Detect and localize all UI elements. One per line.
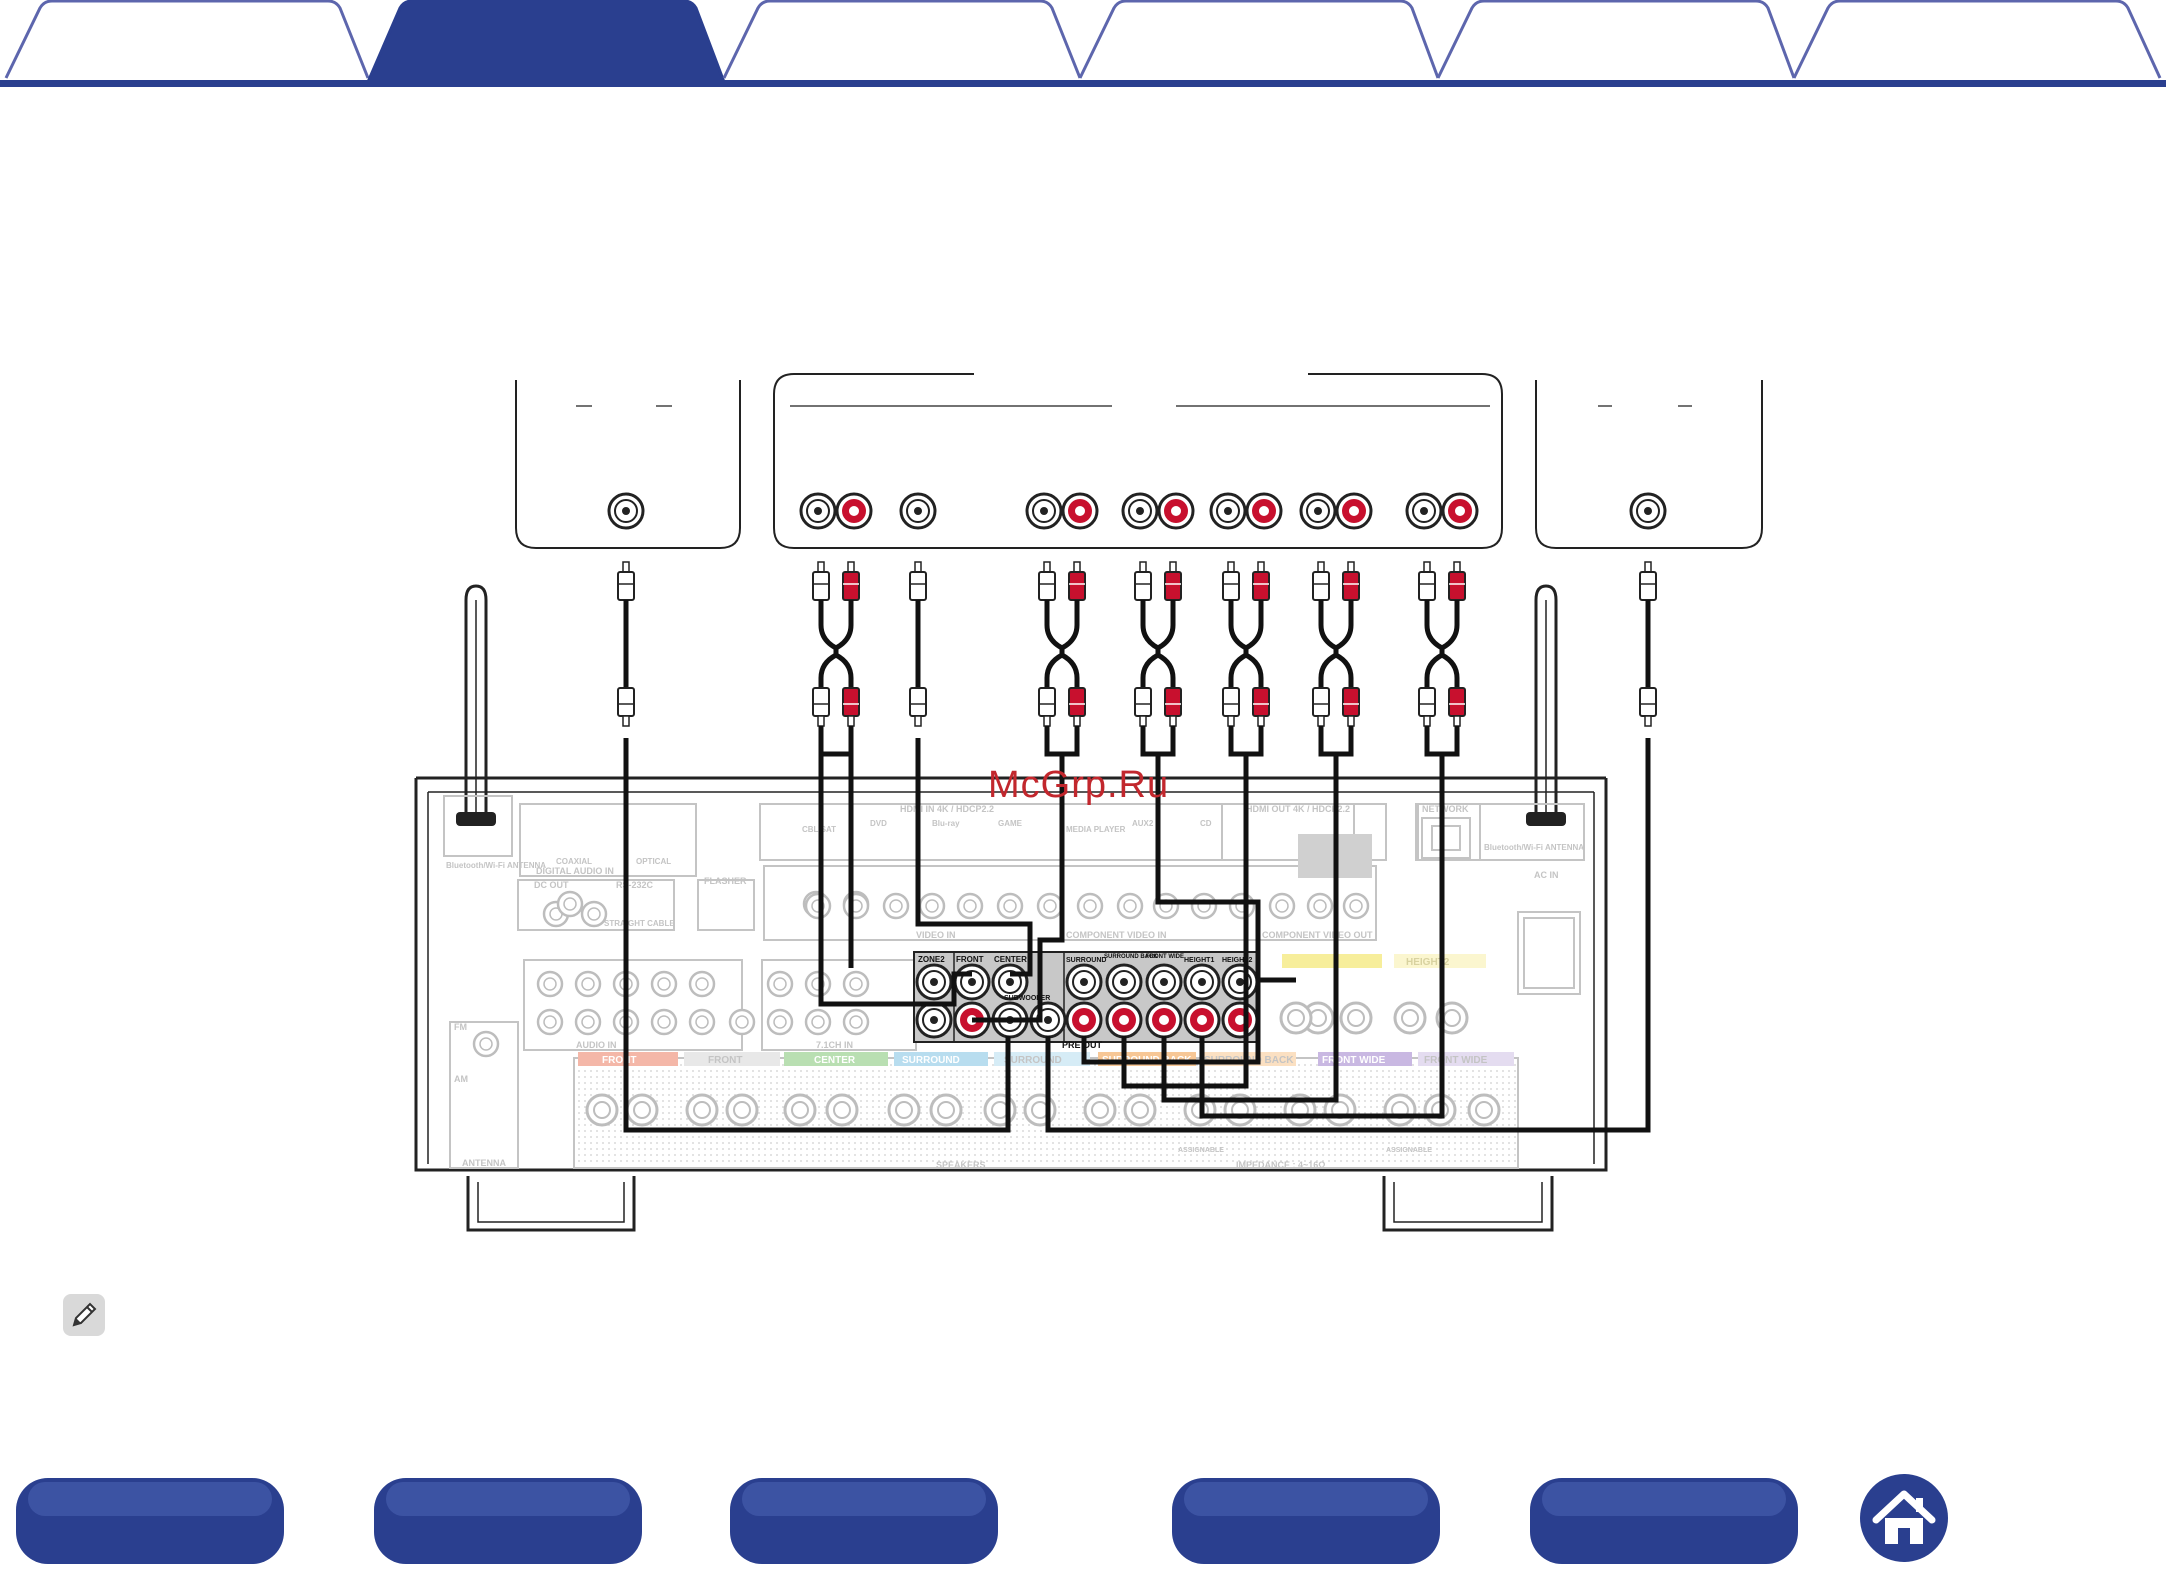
tab-3[interactable] <box>722 0 1082 79</box>
stereo-cable-6 <box>1419 562 1465 754</box>
av-receiver-rear-panel <box>414 776 1608 1232</box>
label-hdmi-bluray: Blu-ray <box>932 819 960 828</box>
label-hdmi-cd: CD <box>1200 819 1212 828</box>
label-hdmi-media-player: MEDIA PLAYER <box>1066 825 1126 834</box>
stereo-cable-1 <box>813 562 859 754</box>
label-assignable-2: ASSIGNABLE <box>1386 1147 1432 1154</box>
label-spk-surround-l: SURROUND <box>902 1055 960 1066</box>
label-71ch-in: 7.1CH IN <box>816 1040 853 1050</box>
antenna-left <box>456 584 496 826</box>
label-ac-in: AC IN <box>1534 870 1559 880</box>
tab-5[interactable] <box>1436 0 1796 79</box>
label-hdmi-dvd: DVD <box>870 819 887 828</box>
label-preout-front: FRONT <box>956 955 984 964</box>
tab-4[interactable] <box>1078 0 1440 79</box>
label-component-video-in: COMPONENT VIDEO IN <box>1066 930 1167 940</box>
label-component-video-out: COMPONENT VIDEO OUT <box>1262 930 1373 940</box>
label-spk-front-wide-r: FRONT WIDE <box>1424 1055 1488 1066</box>
label-zone2: ZONE2 <box>918 955 945 964</box>
label-spk-front-l: FRONT <box>602 1055 636 1066</box>
cable-routing <box>623 738 1651 1133</box>
label-height2-faded: HEIGHT2 <box>1406 957 1450 968</box>
right-device-box <box>1535 380 1763 549</box>
tab-2[interactable] <box>365 0 727 84</box>
tab-1[interactable] <box>4 0 370 79</box>
label-network: NETWORK <box>1422 804 1469 814</box>
label-assignable-1: ASSIGNABLE <box>1178 1147 1224 1154</box>
label-am: AM <box>454 1074 468 1084</box>
label-antenna: ANTENNA <box>462 1158 506 1168</box>
label-preout-surround-back: SURROUND BACK <box>1104 954 1158 960</box>
label-preout-height1: HEIGHT1 <box>1184 957 1214 964</box>
label-digital-audio-in: DIGITAL AUDIO IN <box>536 866 614 876</box>
bottom-nav-button-3[interactable] <box>728 1476 1000 1566</box>
label-hdmi-in: HDMI IN 4K / HDCP2.2 <box>900 804 994 814</box>
label-rs232c: RS-232C <box>616 880 654 890</box>
center-device-box <box>773 373 1503 549</box>
mono-cable-right <box>1639 561 1657 727</box>
home-icon <box>1860 1474 1948 1562</box>
mono-cable-left <box>617 561 635 727</box>
label-dc-out: DC OUT <box>534 880 569 890</box>
label-coaxial: COAXIAL <box>556 857 592 866</box>
watermark-text: McGrp.Ru <box>988 764 1170 806</box>
label-preout-subwoofer: SUBWOOFER <box>1004 995 1050 1002</box>
label-fm: FM <box>454 1022 467 1032</box>
label-video-in: VIDEO IN <box>916 930 956 940</box>
label-speakers: SPEAKERS <box>936 1160 986 1170</box>
label-bt-left: Bluetooth/Wi-Fi ANTENNA <box>446 861 546 870</box>
bottom-nav-button-4[interactable] <box>1170 1476 1442 1566</box>
pencil-icon <box>62 1293 106 1337</box>
label-preout-front-wide: FRONT WIDE <box>1146 954 1184 960</box>
bottom-nav-button-1[interactable] <box>14 1476 286 1566</box>
label-spk-surround-r: SURROUND <box>1004 1055 1062 1066</box>
tab-6[interactable] <box>1792 0 2162 79</box>
stereo-cable-3 <box>1135 562 1181 754</box>
label-hdmi-aux2: AUX2 <box>1132 819 1154 828</box>
bottom-nav-button-5[interactable] <box>1528 1476 1800 1566</box>
label-optical: OPTICAL <box>636 857 671 866</box>
label-straight-cable: STRAIGHT CABLE <box>604 919 675 928</box>
label-impedance: IMPEDANCE : 4~16Ω <box>1236 1160 1326 1170</box>
home-button[interactable] <box>1858 1472 1950 1564</box>
label-preout-height2: HEIGHT2 <box>1222 957 1252 964</box>
mono-cable-center <box>909 561 927 727</box>
label-spk-front-wide-l: FRONT WIDE <box>1322 1055 1386 1066</box>
label-audio-in: AUDIO IN <box>576 1040 617 1050</box>
stereo-cable-2 <box>1039 562 1085 754</box>
bottom-nav-button-2[interactable] <box>372 1476 644 1566</box>
antenna-right <box>1526 584 1566 826</box>
top-tab-bar <box>0 0 2166 87</box>
label-bt-right: Bluetooth/Wi-Fi ANTENNA <box>1484 843 1584 852</box>
label-hdmi-game: GAME <box>998 819 1023 828</box>
left-device-box <box>515 380 741 549</box>
label-preout-surround: SURROUND <box>1066 957 1106 964</box>
label-preout-center: CENTER <box>994 955 1027 964</box>
label-spk-front-r: FRONT <box>708 1055 742 1066</box>
connection-diagram: HDMI IN 4K / HDCP2.2 HDMI OUT 4K / HDCP2… <box>414 373 1763 1232</box>
label-hdmi-out: HDMI OUT 4K / HDCP2.2 <box>1246 804 1350 814</box>
label-spk-center: CENTER <box>814 1055 856 1066</box>
tab-bar-baseline <box>0 80 2166 87</box>
label-flasher: FLASHER <box>704 876 747 886</box>
stereo-cable-5 <box>1313 562 1359 754</box>
stereo-cable-4 <box>1223 562 1269 754</box>
